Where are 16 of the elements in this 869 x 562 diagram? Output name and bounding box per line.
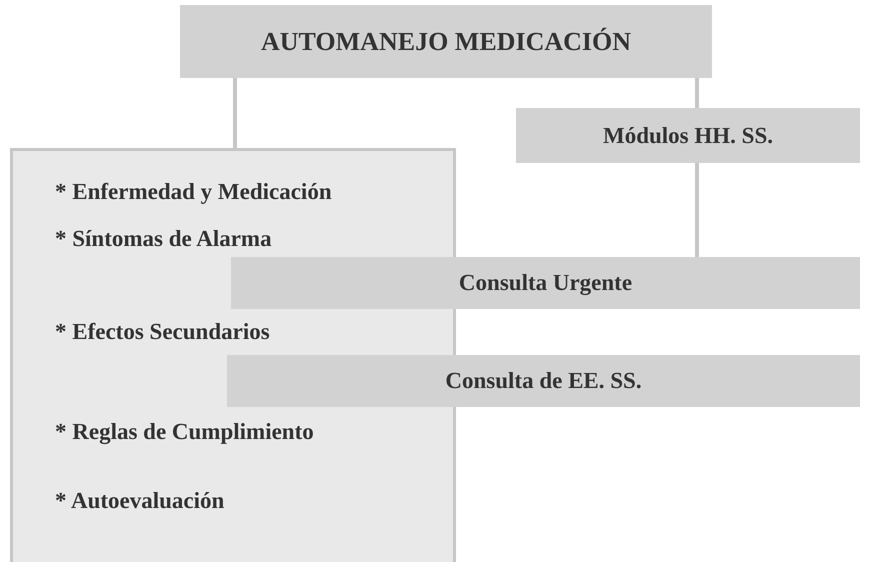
connector-line — [695, 78, 699, 108]
box-title: AUTOMANEJO MEDICACIÓN — [260, 26, 632, 56]
label-box — [516, 108, 860, 163]
box-title: Consulta Urgente — [458, 270, 632, 296]
list-item: * Efectos Secundarios — [55, 319, 270, 345]
list-item: * Enfermedad y Medicación — [55, 179, 332, 205]
label-box — [180, 5, 712, 78]
list-item: * Autoevaluación — [55, 488, 224, 514]
list-item: * Reglas de Cumplimiento — [55, 419, 314, 445]
connector-line — [695, 163, 699, 257]
box-title: Consulta de EE. SS. — [445, 368, 642, 394]
label-box — [227, 355, 860, 407]
list-item: * Síntomas de Alarma — [55, 226, 272, 252]
box-title: Módulos HH. SS. — [603, 122, 773, 148]
connector-line — [233, 78, 237, 148]
label-box — [231, 257, 860, 309]
